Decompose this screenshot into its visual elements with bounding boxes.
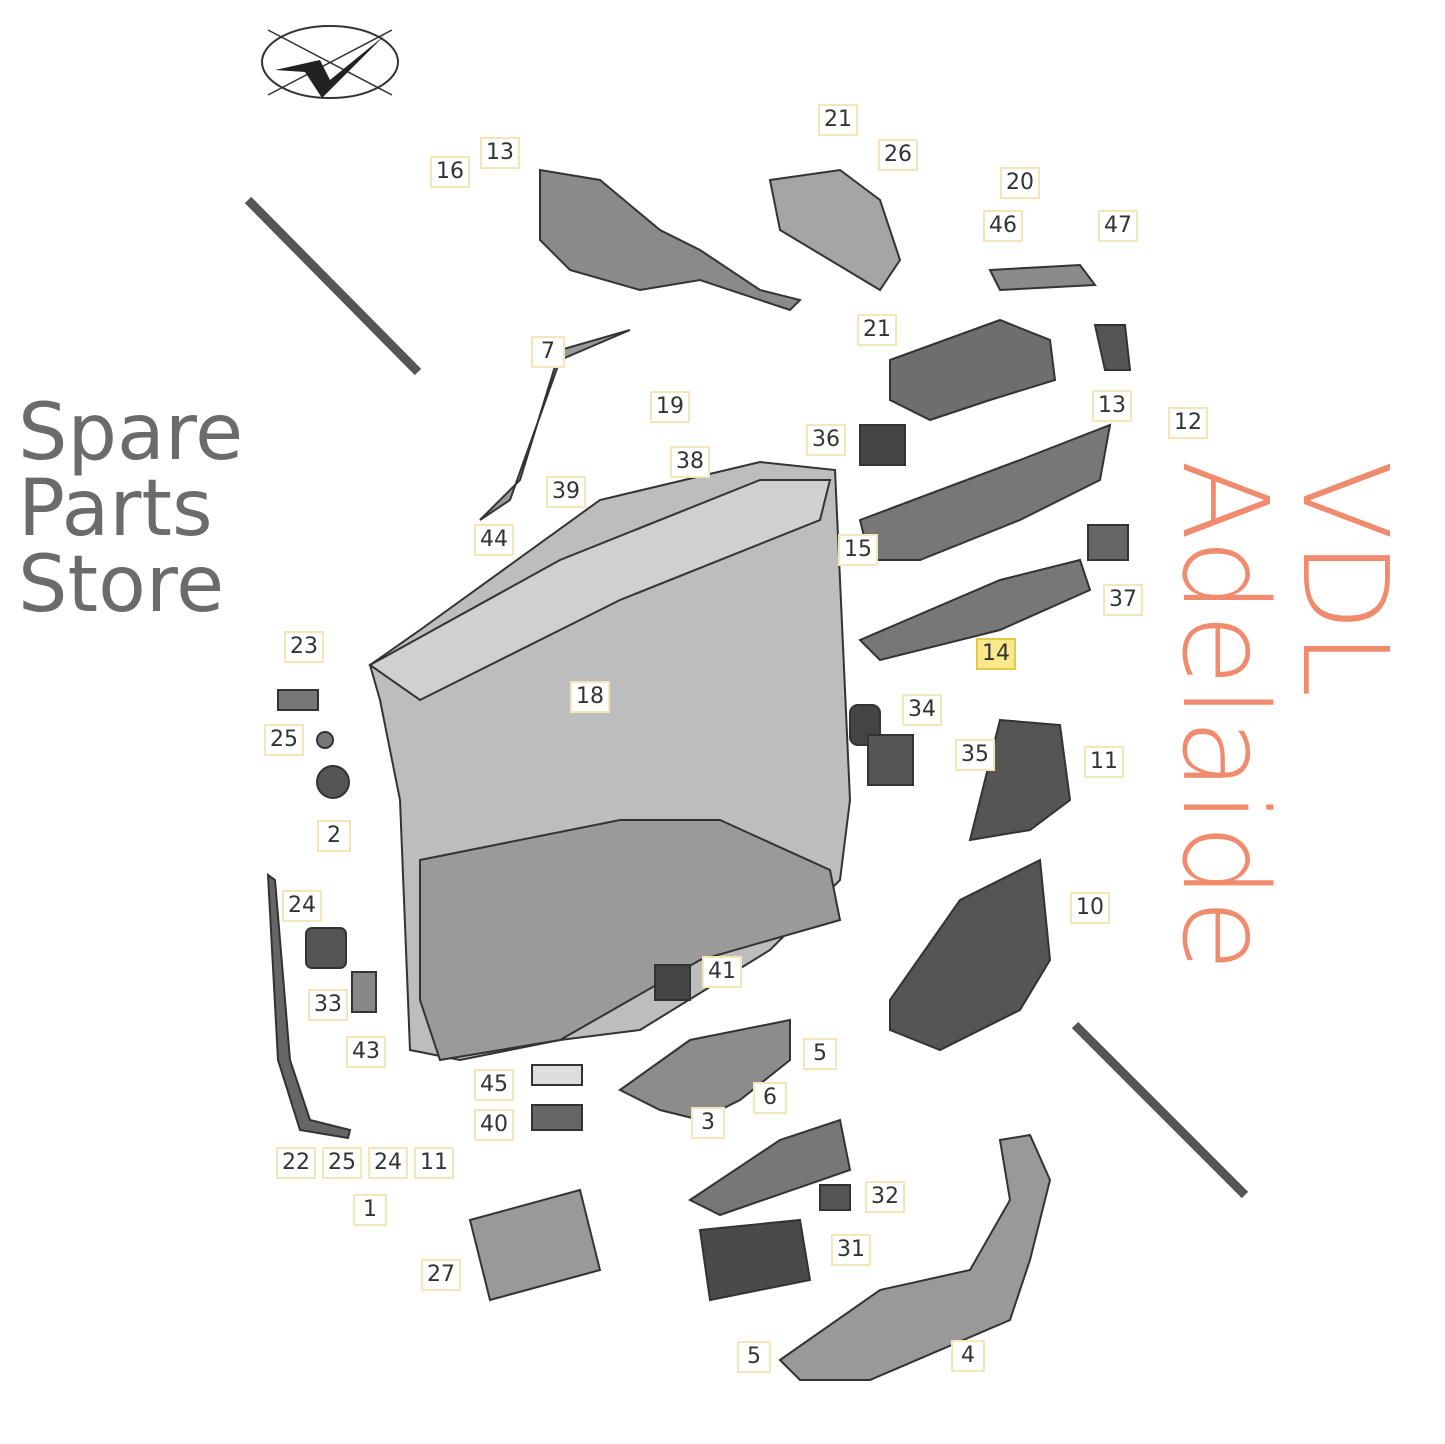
part-label-24: 24 <box>282 890 322 922</box>
part-label-24: 24 <box>368 1147 408 1179</box>
part-label-4: 4 <box>951 1340 985 1372</box>
part-label-13: 13 <box>1092 390 1132 422</box>
part-label-47: 47 <box>1098 210 1138 242</box>
part-label-5: 5 <box>737 1341 771 1373</box>
part-label-20: 20 <box>1000 167 1040 199</box>
part-label-16: 16 <box>430 156 470 188</box>
part-label-21: 21 <box>818 104 858 136</box>
part-label-37: 37 <box>1103 584 1143 616</box>
part-label-26: 26 <box>878 139 918 171</box>
part-label-46: 46 <box>983 210 1023 242</box>
watermark-spare-parts-store: Spare Parts Store <box>18 388 244 630</box>
part-label-15: 15 <box>838 534 878 566</box>
part-label-21: 21 <box>857 314 897 346</box>
part-label-5: 5 <box>803 1038 837 1070</box>
part-label-39: 39 <box>546 476 586 508</box>
part-label-13: 13 <box>480 137 520 169</box>
part-label-22: 22 <box>276 1147 316 1179</box>
part-label-41: 41 <box>702 956 742 988</box>
part-label-40: 40 <box>474 1109 514 1141</box>
part-label-44: 44 <box>474 524 514 556</box>
part-label-7: 7 <box>531 336 565 368</box>
part-label-19: 19 <box>650 391 690 423</box>
part-label-35: 35 <box>955 739 995 771</box>
part-label-33: 33 <box>308 989 348 1021</box>
part-label-32: 32 <box>865 1181 905 1213</box>
part-label-2: 2 <box>317 820 351 852</box>
part-label-6: 6 <box>753 1082 787 1114</box>
part-label-34: 34 <box>902 694 942 726</box>
part-label-43: 43 <box>346 1036 386 1068</box>
part-label-23: 23 <box>284 631 324 663</box>
part-label-45: 45 <box>474 1069 514 1101</box>
watermark-vdl-adelaide: VDL Adelaide <box>1156 460 1414 972</box>
part-label-11: 11 <box>1084 746 1124 778</box>
part-label-25: 25 <box>264 724 304 756</box>
part-label-36: 36 <box>806 424 846 456</box>
part-label-18: 18 <box>570 681 610 713</box>
part-label-12: 12 <box>1168 407 1208 439</box>
diagonal-lines <box>244 196 1249 1199</box>
parts-shapes <box>266 168 1132 1381</box>
brand-logo <box>261 25 399 99</box>
part-label-38: 38 <box>670 446 710 478</box>
part-label-10: 10 <box>1070 892 1110 924</box>
part-label-31: 31 <box>831 1234 871 1266</box>
part-label-14: 14 <box>976 638 1016 670</box>
part-label-1: 1 <box>353 1194 387 1226</box>
part-label-25: 25 <box>322 1147 362 1179</box>
part-label-11: 11 <box>414 1147 454 1179</box>
part-label-3: 3 <box>691 1107 725 1139</box>
part-label-27: 27 <box>421 1259 461 1291</box>
